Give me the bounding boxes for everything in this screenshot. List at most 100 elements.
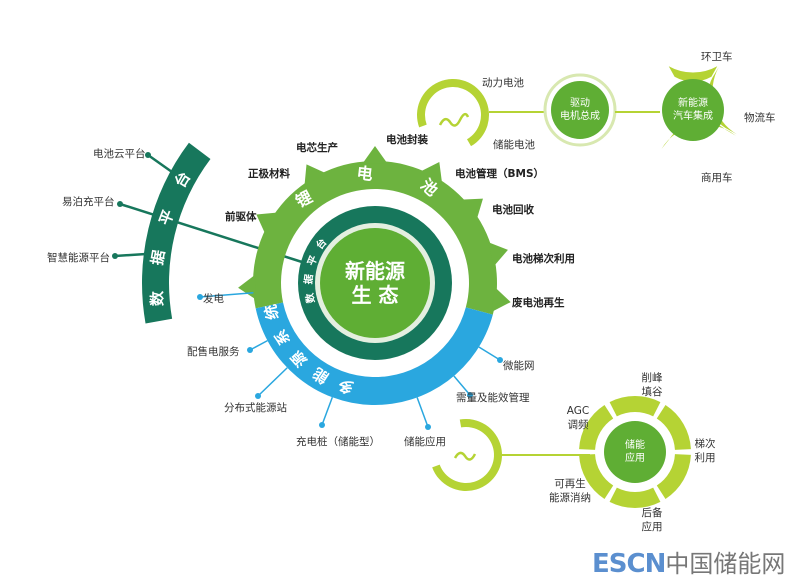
gear-tooth xyxy=(304,164,327,186)
connector-end-icon xyxy=(255,393,261,399)
storage-app-center-label: 储能 应用 xyxy=(605,439,665,465)
connector-end-icon xyxy=(497,357,503,363)
arrow-head-icon xyxy=(117,201,123,207)
renewable-l1: 可再生 xyxy=(554,478,586,490)
logo-cn: 中国储能网 xyxy=(665,550,786,578)
gear-tooth xyxy=(461,198,483,220)
label-storage-battery: 储能电池 xyxy=(493,139,535,151)
center-circle xyxy=(320,228,430,338)
label-ebochong: 易泊充平台 xyxy=(62,196,115,208)
storage-ring-segment xyxy=(579,405,614,450)
agc-l1: AGC xyxy=(566,405,590,417)
label-regeneration: 废电池再生 xyxy=(512,297,565,309)
label-packaging: 电池封装 xyxy=(386,134,428,146)
logo-en: ESCN xyxy=(592,549,666,578)
connector-end-icon xyxy=(247,347,253,353)
energy-connector xyxy=(249,339,268,351)
multi-energy-ring-text: 多能源系统 xyxy=(259,292,345,397)
motor-assembly-label: 驱动 电机总成 xyxy=(550,97,610,123)
storage-line1: 储能 xyxy=(625,440,645,451)
energy-connector xyxy=(257,367,288,397)
storage-ring-segment xyxy=(609,396,661,417)
arrow-head-icon xyxy=(145,152,151,158)
gear-tooth xyxy=(256,212,278,235)
label-second-life: 电池梯次利用 xyxy=(512,253,575,265)
motor-circle xyxy=(551,81,609,139)
label-logistics-truck: 物流车 xyxy=(744,112,776,124)
energy-connector xyxy=(199,291,254,298)
vehicle-integration-label: 新能源 汽车集成 xyxy=(663,97,723,123)
storage-line2: 应用 xyxy=(625,453,645,464)
cascade-l1: 梯次 xyxy=(694,438,716,450)
label-cathode: 正极材料 xyxy=(248,168,290,180)
vehicle-line2: 汽车集成 xyxy=(673,111,713,122)
motor-line2: 电机总成 xyxy=(560,111,600,122)
renewable-l2: 能源消纳 xyxy=(549,492,591,504)
agc-l2: 调频 xyxy=(567,419,589,431)
label-renewable-absorption: 可再生能源消纳 xyxy=(542,477,598,505)
vehicle-line1: 新能源 xyxy=(678,98,708,109)
energy-connector xyxy=(321,397,334,426)
data-platform-arc-text: 数据平台 xyxy=(148,147,182,306)
label-sanitation-truck: 环卫车 xyxy=(701,51,733,63)
label-bms: 电池管理（BMS） xyxy=(455,168,545,180)
center-title-line1: 新能源 xyxy=(345,259,405,283)
storage-ring-segment xyxy=(656,454,691,499)
motor-line1: 驱动 xyxy=(570,98,590,109)
label-peak-shaving: 削峰填谷 xyxy=(636,371,668,399)
label-recycling: 电池回收 xyxy=(492,204,534,216)
connector-end-icon xyxy=(425,424,431,430)
label-microgrid: 微能网 xyxy=(503,360,535,372)
gear-tooth xyxy=(491,287,511,313)
energy-connector xyxy=(416,397,429,428)
vehicle-circle xyxy=(662,79,724,141)
battery-chain-icon xyxy=(438,112,470,127)
backup-l1: 后备 xyxy=(641,507,663,519)
gear-tooth xyxy=(487,241,508,267)
escn-logo: ESCN中国储能网 xyxy=(592,544,785,578)
peak-l2: 填谷 xyxy=(641,386,663,398)
connector-end-icon xyxy=(319,422,325,428)
label-cell-production: 电芯生产 xyxy=(296,142,338,154)
connector-battery-cloud xyxy=(147,153,173,174)
center-title: 新能源 生 态 xyxy=(315,259,435,307)
center-title-line2: 生 态 xyxy=(351,283,399,307)
lithium-ring-title: 锂电池 xyxy=(292,163,475,230)
lithium-ring xyxy=(252,160,497,315)
energy-connector xyxy=(453,375,471,396)
multi-energy-ring-title: 多能源系统 xyxy=(259,292,356,397)
storage-ring-segment xyxy=(609,487,661,509)
storage-ring-segment xyxy=(579,454,614,499)
backup-l2: 应用 xyxy=(641,521,663,533)
cascade-l2: 利用 xyxy=(694,452,716,464)
label-demand-management: 需量及能效管理 xyxy=(456,392,530,404)
label-power-generation: 发电 xyxy=(203,293,224,305)
label-commercial-vehicle: 商用车 xyxy=(701,172,733,184)
arrow-head-icon xyxy=(112,253,118,259)
label-precursor: 前驱体 xyxy=(225,211,257,223)
energy-connector xyxy=(478,346,501,361)
storage-chain-icon xyxy=(453,451,477,461)
storage-circle xyxy=(604,421,666,483)
label-cascade-use: 梯次利用 xyxy=(689,437,721,465)
gear-tooth xyxy=(419,162,443,184)
label-storage-app: 储能应用 xyxy=(404,436,446,448)
connector-end-icon xyxy=(467,392,473,398)
multi-energy-ring xyxy=(255,302,493,405)
connector-end-icon xyxy=(197,294,203,300)
label-charging-pile: 充电桩（储能型） xyxy=(296,436,380,448)
storage-ring-segment xyxy=(656,405,691,450)
lithium-ring-text: 锂电池 xyxy=(292,163,429,230)
connector-smart-energy xyxy=(114,252,147,258)
label-power-sales: 配售电服务 xyxy=(187,346,240,358)
gear-tooth xyxy=(362,146,388,164)
data-platform-arc-title: 数据平台 xyxy=(148,147,207,306)
data-platform-arc xyxy=(141,142,211,324)
label-power-battery: 动力电池 xyxy=(482,77,524,89)
label-distributed-station: 分布式能源站 xyxy=(224,402,287,414)
label-battery-cloud: 电池云平台 xyxy=(93,148,146,160)
vehicle-ring-segment xyxy=(668,66,718,82)
